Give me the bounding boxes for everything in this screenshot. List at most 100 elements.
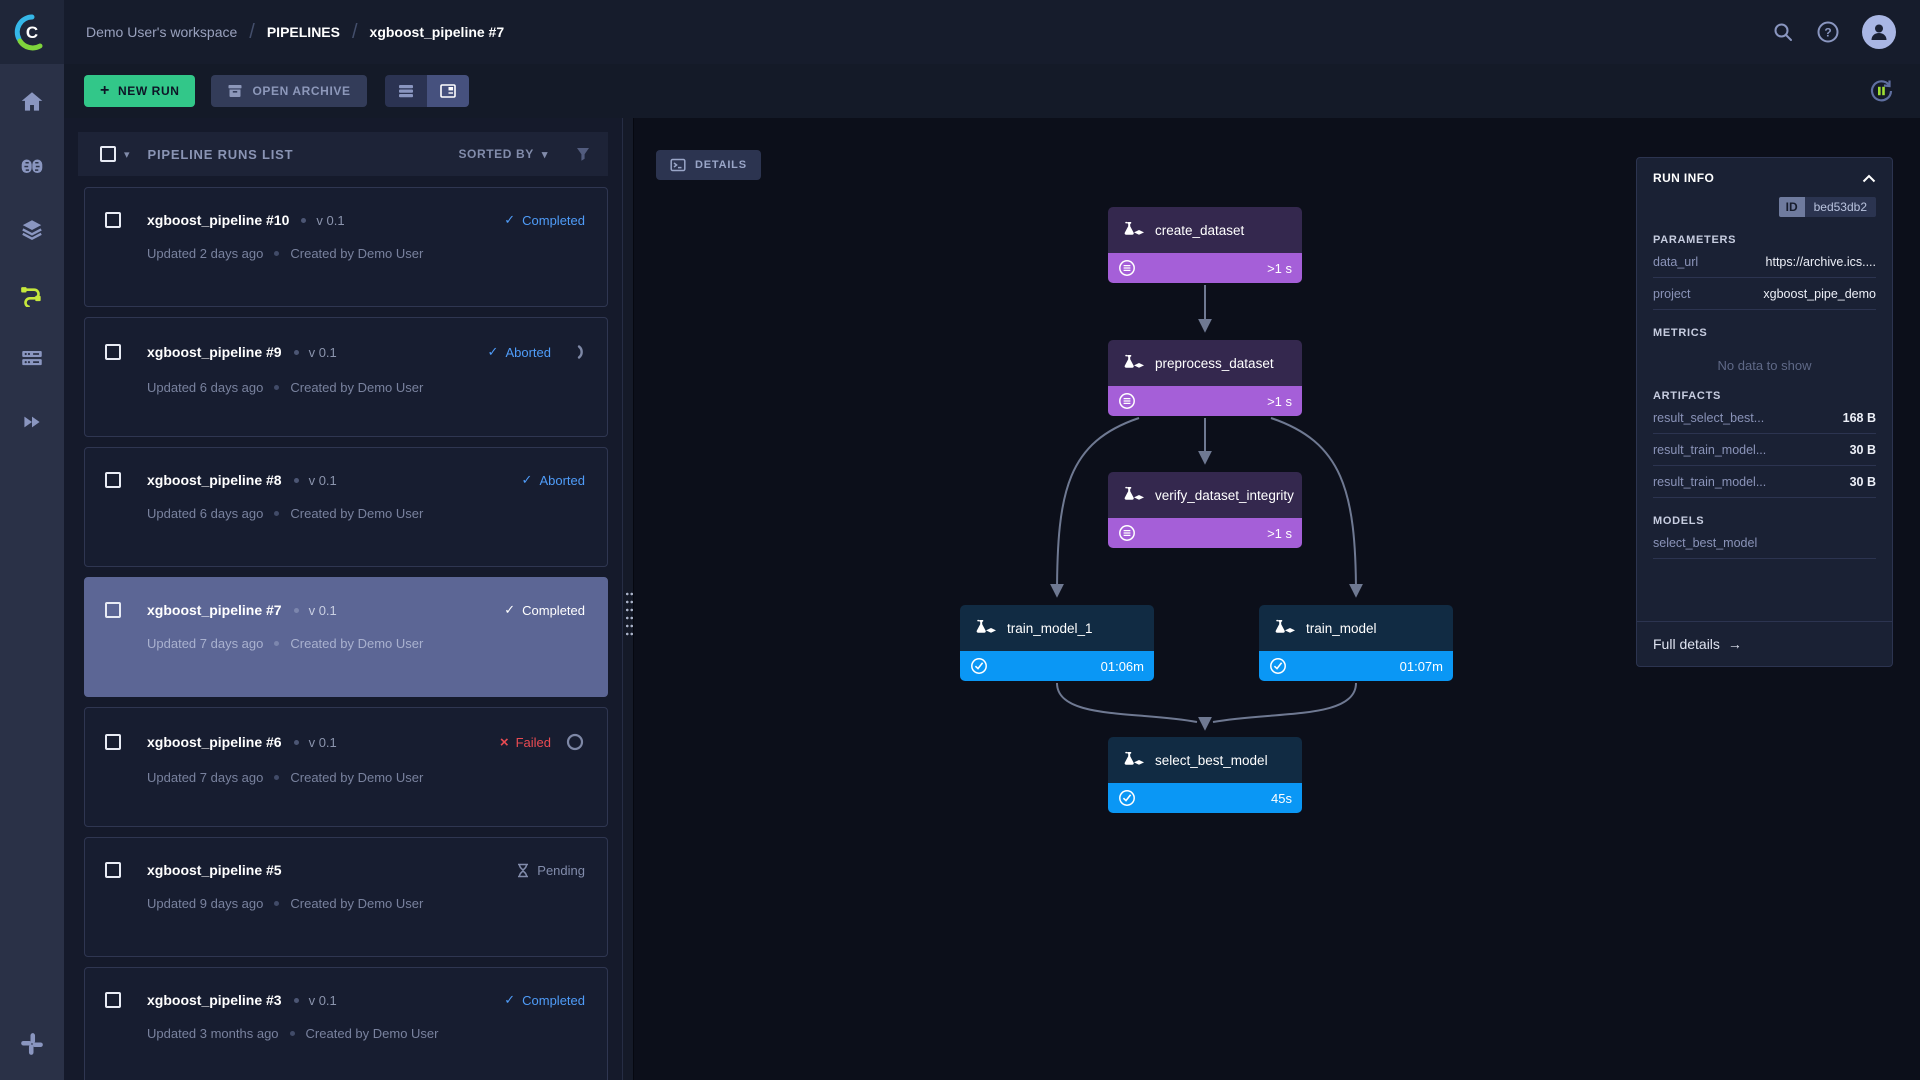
run-card-xgboost-pipeline-3[interactable]: xgboost_pipeline #3 v 0.1 ✓ Completed Up… <box>84 967 608 1080</box>
filter-button[interactable] <box>574 145 592 163</box>
graph-node-create-dataset[interactable]: create_dataset >1 s <box>1108 207 1302 283</box>
graph-node-train-model-1[interactable]: train_model_1 01:06m <box>960 605 1154 681</box>
graph-node-preprocess-dataset[interactable]: preprocess_dataset >1 s <box>1108 340 1302 416</box>
toolbar: + NEW RUN OPEN ARCHIVE <box>64 64 1920 118</box>
artifact-row[interactable]: result_train_model... 30 B <box>1653 434 1876 466</box>
artifact-label: result_train_model... <box>1653 443 1767 457</box>
run-card-xgboost-pipeline-10[interactable]: xgboost_pipeline #10 v 0.1 ✓ Completed U… <box>84 187 608 307</box>
graph-node-train-model[interactable]: train_model 01:07m <box>1259 605 1453 681</box>
split-view-toggle[interactable] <box>426 75 469 107</box>
node-duration: >1 s <box>1267 393 1292 409</box>
sidebar-item-projects[interactable] <box>12 146 52 186</box>
run-status: ✓ Aborted <box>522 472 585 488</box>
run-card-xgboost-pipeline-5[interactable]: xgboost_pipeline #5 Pending Updated 9 da… <box>84 837 608 957</box>
queued-circle-icon <box>1119 260 1135 276</box>
run-name[interactable]: xgboost_pipeline #10 <box>147 212 290 228</box>
graph-node-select-best-model[interactable]: select_best_model 45s <box>1108 737 1302 813</box>
sidebar-item-slack[interactable] <box>12 1024 52 1064</box>
node-label: train_model_1 <box>1007 620 1093 636</box>
full-details-link[interactable]: Full details → <box>1637 621 1892 666</box>
node-label: train_model <box>1306 620 1377 636</box>
svg-text:C: C <box>26 23 38 42</box>
id-value: bed53db2 <box>1804 197 1876 217</box>
node-duration: >1 s <box>1267 525 1292 541</box>
run-name[interactable]: xgboost_pipeline #5 <box>147 862 282 878</box>
parameter-row[interactable]: project xgboost_pipe_demo <box>1653 278 1876 310</box>
run-version: v 0.1 <box>308 992 337 1008</box>
select-all-checkbox[interactable] <box>100 146 116 162</box>
open-archive-button[interactable]: OPEN ARCHIVE <box>211 75 367 107</box>
select-all-caret-icon[interactable]: ▾ <box>124 148 130 161</box>
run-name[interactable]: xgboost_pipeline #8 <box>147 472 282 488</box>
breadcrumb-workspace[interactable]: Demo User's workspace <box>86 24 238 40</box>
new-run-button[interactable]: + NEW RUN <box>84 75 196 107</box>
open-archive-label: OPEN ARCHIVE <box>252 84 351 98</box>
pipeline-graph-area: DETAILS <box>634 118 1920 1080</box>
run-card-xgboost-pipeline-8[interactable]: xgboost_pipeline #8 v 0.1 ✓ Aborted Upda… <box>84 447 608 567</box>
run-checkbox[interactable] <box>105 602 121 618</box>
sidebar-item-pipelines[interactable] <box>12 274 52 314</box>
run-checkbox[interactable] <box>105 992 121 1008</box>
run-status-label: Completed <box>522 992 585 1008</box>
run-status-label: Failed <box>515 734 551 750</box>
run-checkbox[interactable] <box>105 862 121 878</box>
sidebar-item-workers-queues[interactable] <box>12 338 52 378</box>
details-button[interactable]: DETAILS <box>656 150 761 180</box>
run-updated: Updated 7 days ago <box>147 636 264 651</box>
node-label: select_best_model <box>1155 752 1268 768</box>
auto-refresh-toggle[interactable] <box>1866 76 1896 106</box>
task-flask-icon <box>1124 354 1144 368</box>
sidebar-item-home[interactable] <box>12 82 52 122</box>
clearml-logo[interactable]: C <box>0 0 64 64</box>
run-name[interactable]: xgboost_pipeline #9 <box>147 344 282 360</box>
top-bar: C Demo User's workspace / PIPELINES / xg… <box>0 0 1920 64</box>
sidebar-item-reports[interactable] <box>12 402 52 442</box>
parameter-row[interactable]: data_url https://archive.ics.... <box>1653 246 1876 278</box>
breadcrumb-page: xgboost_pipeline #7 <box>369 24 505 40</box>
run-checkbox[interactable] <box>105 734 121 750</box>
model-row[interactable]: select_best_model <box>1653 527 1876 559</box>
run-id-badge[interactable]: ID bed53db2 <box>1778 197 1876 217</box>
sorted-by-caret-icon: ▾ <box>541 148 548 161</box>
task-flask-icon <box>976 619 996 633</box>
breadcrumb-section[interactable]: PIPELINES <box>266 24 340 40</box>
dot-separator <box>274 511 280 516</box>
sidebar-item-datasets[interactable] <box>12 210 52 250</box>
node-duration: 45s <box>1271 790 1292 806</box>
run-checkbox[interactable] <box>105 472 121 488</box>
help-icon[interactable]: ? <box>1816 20 1840 44</box>
search-icon[interactable] <box>1772 21 1794 43</box>
sorted-by-button[interactable]: SORTED BY ▾ <box>458 147 548 161</box>
run-card-xgboost-pipeline-7-selected[interactable]: xgboost_pipeline #7 v 0.1 ✓ Completed Up… <box>84 577 608 697</box>
parameter-label: data_url <box>1653 255 1699 269</box>
dot-separator <box>301 217 307 223</box>
run-card-xgboost-pipeline-9[interactable]: xgboost_pipeline #9 v 0.1 ✓ Aborted Upda… <box>84 317 608 437</box>
run-name[interactable]: xgboost_pipeline #6 <box>147 734 282 750</box>
parameter-value: https://archive.ics.... <box>1765 255 1876 269</box>
run-version: v 0.1 <box>308 734 337 750</box>
user-avatar[interactable] <box>1862 15 1896 49</box>
run-version: v 0.1 <box>308 344 337 360</box>
check-icon: ✓ <box>521 472 533 487</box>
run-status: ✓ Completed <box>504 992 585 1008</box>
run-name[interactable]: xgboost_pipeline #3 <box>147 992 282 1008</box>
artifact-row[interactable]: result_select_best... 168 B <box>1653 402 1876 434</box>
parameters-section-title: PARAMETERS <box>1653 234 1737 246</box>
run-checkbox[interactable] <box>105 212 121 228</box>
run-card-xgboost-pipeline-6[interactable]: xgboost_pipeline #6 v 0.1 × Failed Updat… <box>84 707 608 827</box>
runs-list-title: PIPELINE RUNS LIST <box>147 146 294 162</box>
slack-icon <box>21 1033 43 1055</box>
table-view-toggle[interactable] <box>384 75 427 107</box>
run-version: v 0.1 <box>308 472 337 488</box>
panel-resize-handle[interactable] <box>622 118 634 1080</box>
graph-node-verify-dataset-integrity[interactable]: verify_dataset_integrity >1 s <box>1108 472 1302 548</box>
new-run-label: NEW RUN <box>117 84 180 98</box>
model-label: select_best_model <box>1653 536 1758 550</box>
dot-separator <box>293 607 299 613</box>
run-name[interactable]: xgboost_pipeline #7 <box>147 602 282 618</box>
collapse-panel-button[interactable] <box>1862 174 1876 183</box>
artifact-row[interactable]: result_train_model... 30 B <box>1653 466 1876 498</box>
metrics-empty-state: No data to show <box>1717 358 1812 373</box>
run-checkbox[interactable] <box>105 344 121 360</box>
